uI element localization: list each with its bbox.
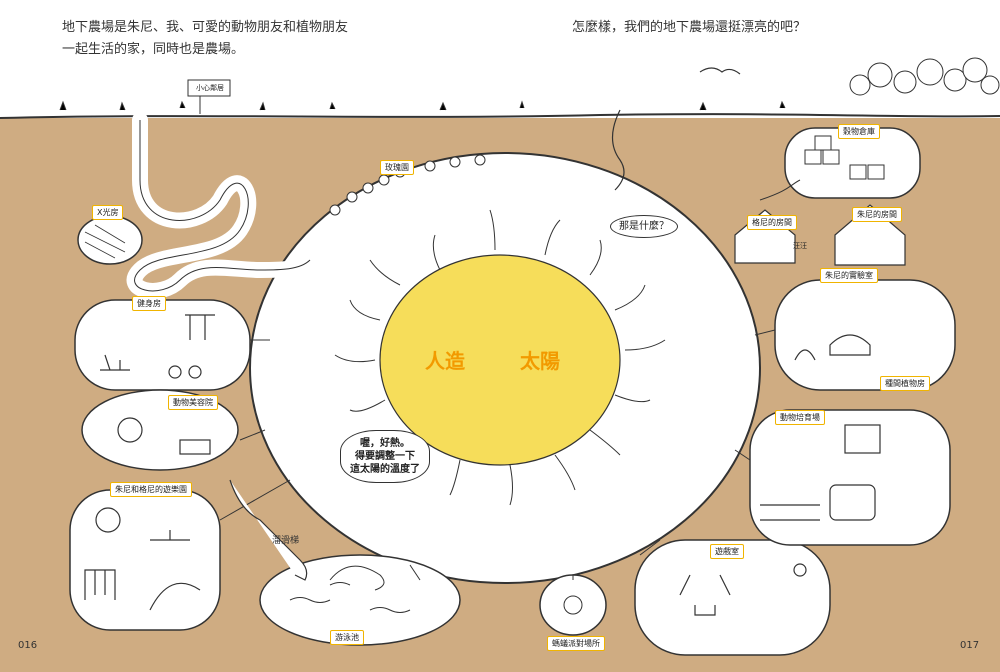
label-party: 螞蟻派對場所 [547,636,605,651]
sign-post [187,79,231,114]
label-storage: 穀物倉庫 [838,124,880,139]
bird [699,67,741,75]
pool-room [259,554,461,646]
label-garden: 玫瑰園 [380,160,414,175]
ground-line [0,113,1000,119]
label-xray: X光房 [92,205,124,220]
playground-room [69,489,221,631]
label-salon: 動物美容院 [168,395,218,410]
page-number-right: 017 [960,640,980,651]
label-pool: 游泳池 [330,630,364,645]
label-playground: 朱尼和格尼的遊樂園 [110,482,192,497]
xray-room [77,215,143,265]
label-gym: 健身房 [132,296,166,311]
label-juni-room: 朱尼的房間 [852,207,902,222]
lab-room [774,279,956,391]
label-gameroom: 遊戲室 [710,544,744,559]
party-room [539,574,607,636]
slide-label: 溜滑梯 [272,536,300,546]
artificial-sun [379,254,621,466]
label-lab: 朱尼的實驗室 [820,268,878,283]
question-text: 怎麼樣，我們的地下農場還挺漂亮的吧？ [572,20,807,35]
rope [611,109,625,191]
grass [59,100,786,111]
sun-word-1: 人造 [425,349,465,373]
label-plants: 種間植物房 [880,376,930,391]
bubble-hot: 喔，好熱。 得要調整一下 這太陽的溫度了 [340,430,430,483]
slide [229,479,308,581]
bubble-bark: 汪汪 [793,242,807,250]
bubble-what: 那是什麼？ [610,215,678,238]
label-genie-room: 格尼的房間 [747,215,797,230]
gym-room [74,299,251,391]
intro-line-2: 一起生活的家，同時也是農場。 [62,42,245,57]
sun-word-2: 太陽 [520,349,560,373]
game-room [634,539,831,656]
neighbor-sign: 小心鄰居 [196,84,224,92]
label-training: 動物培育場 [775,410,825,425]
intro-line-1: 地下農場是朱尼、我、可愛的動物朋友和植物朋友 [62,20,349,35]
salon-room [81,389,239,471]
trees [849,57,1000,96]
training-room [749,409,951,546]
page-number-left: 016 [18,640,38,651]
